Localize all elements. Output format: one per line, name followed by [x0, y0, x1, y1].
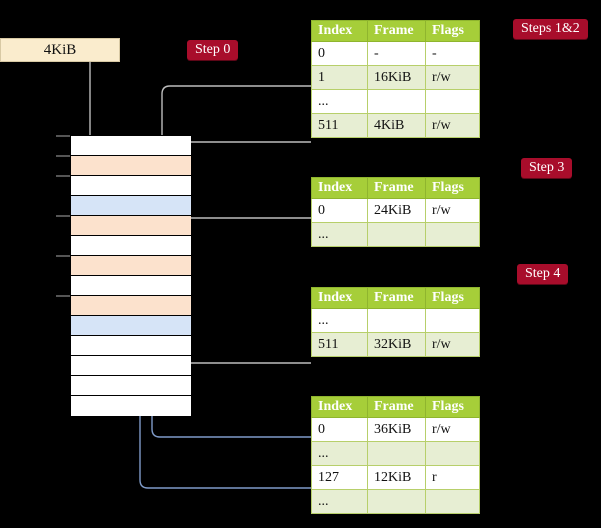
source-frame-label: 4KiB [43, 42, 77, 58]
cell-flags [425, 489, 480, 514]
cell-index: ... [311, 489, 368, 514]
cell-frame: 24KiB [367, 198, 426, 223]
table-row[interactable]: ... [311, 89, 480, 114]
cell-frame: - [367, 41, 426, 66]
memory-frame-row [71, 196, 191, 216]
wire-l3-entry0-to-frame [176, 217, 311, 254]
column-header-frame: Frame [367, 20, 426, 42]
cell-index: 511 [311, 113, 368, 138]
cell-frame: 16KiB [367, 65, 426, 90]
cell-flags: r/w [425, 113, 480, 138]
cell-flags [425, 89, 480, 114]
cell-index: 0 [311, 417, 368, 442]
memory-frame-row [71, 336, 191, 356]
cell-flags: r/w [425, 417, 480, 442]
table-row[interactable]: 0-- [311, 41, 480, 66]
source-frame-box: 4KiB [0, 38, 120, 62]
cell-frame [367, 489, 426, 514]
column-header-flags: Flags [425, 20, 480, 42]
column-header-index: Index [311, 287, 368, 309]
cell-frame [367, 441, 426, 466]
memory-frame-row [71, 396, 191, 416]
cell-index: 511 [311, 332, 368, 357]
memory-scale-tick [56, 295, 70, 297]
cell-index: 127 [311, 465, 368, 490]
column-header-flags: Flags [425, 177, 480, 199]
step-badge-step-4: Step 4 [517, 264, 569, 284]
physical-memory-column [70, 135, 191, 416]
memory-frame-row [71, 156, 191, 176]
column-header-flags: Flags [425, 396, 480, 418]
memory-scale-tick [56, 155, 70, 157]
cell-frame: 12KiB [367, 465, 426, 490]
cell-index: 1 [311, 65, 368, 90]
step-badge-step-3: Step 3 [521, 158, 573, 178]
memory-frame-row [71, 236, 191, 256]
cell-frame: 36KiB [367, 417, 426, 442]
cell-flags: - [425, 41, 480, 66]
memory-frame-row [71, 176, 191, 196]
column-header-flags: Flags [425, 287, 480, 309]
column-header-index: Index [311, 177, 368, 199]
step-badge-step-0: Step 0 [187, 40, 239, 60]
cell-index: ... [311, 89, 368, 114]
cell-flags: r [425, 465, 480, 490]
column-header-frame: Frame [367, 287, 426, 309]
memory-frame-row [71, 276, 191, 296]
memory-frame-row [71, 356, 191, 376]
column-header-frame: Frame [367, 177, 426, 199]
table-row[interactable]: ... [311, 441, 480, 466]
cell-frame [367, 89, 426, 114]
memory-scale-tick [56, 215, 70, 217]
table-row[interactable]: ... [311, 222, 480, 247]
cell-index: ... [311, 308, 368, 333]
cell-flags: r/w [425, 198, 480, 223]
cell-flags: r/w [425, 65, 480, 90]
step-badge-steps-1-2: Steps 1&2 [513, 19, 588, 39]
column-header-index: Index [311, 20, 368, 42]
memory-frame-row [71, 216, 191, 236]
cell-index: ... [311, 441, 368, 466]
cell-frame [367, 222, 426, 247]
cell-flags: r/w [425, 332, 480, 357]
table-row[interactable]: ... [311, 489, 480, 514]
memory-scale-tick [56, 255, 70, 257]
memory-scale-tick [56, 175, 70, 177]
cell-index: 0 [311, 198, 368, 223]
column-header-frame: Frame [367, 396, 426, 418]
cell-frame [367, 308, 426, 333]
memory-frame-row [71, 136, 191, 156]
cell-flags [425, 441, 480, 466]
wire-l4-entry511-to-frame [176, 141, 311, 159]
column-header-index: Index [311, 396, 368, 418]
memory-frame-row [71, 316, 191, 336]
memory-frame-row [71, 256, 191, 276]
memory-frame-row [71, 376, 191, 396]
table-row[interactable]: ... [311, 308, 480, 333]
cell-flags [425, 222, 480, 247]
memory-scale-tick [56, 135, 70, 137]
cell-flags [425, 308, 480, 333]
cell-frame: 4KiB [367, 113, 426, 138]
cell-index: 0 [311, 41, 368, 66]
memory-frame-row [71, 296, 191, 316]
cell-index: ... [311, 222, 368, 247]
cell-frame: 32KiB [367, 332, 426, 357]
